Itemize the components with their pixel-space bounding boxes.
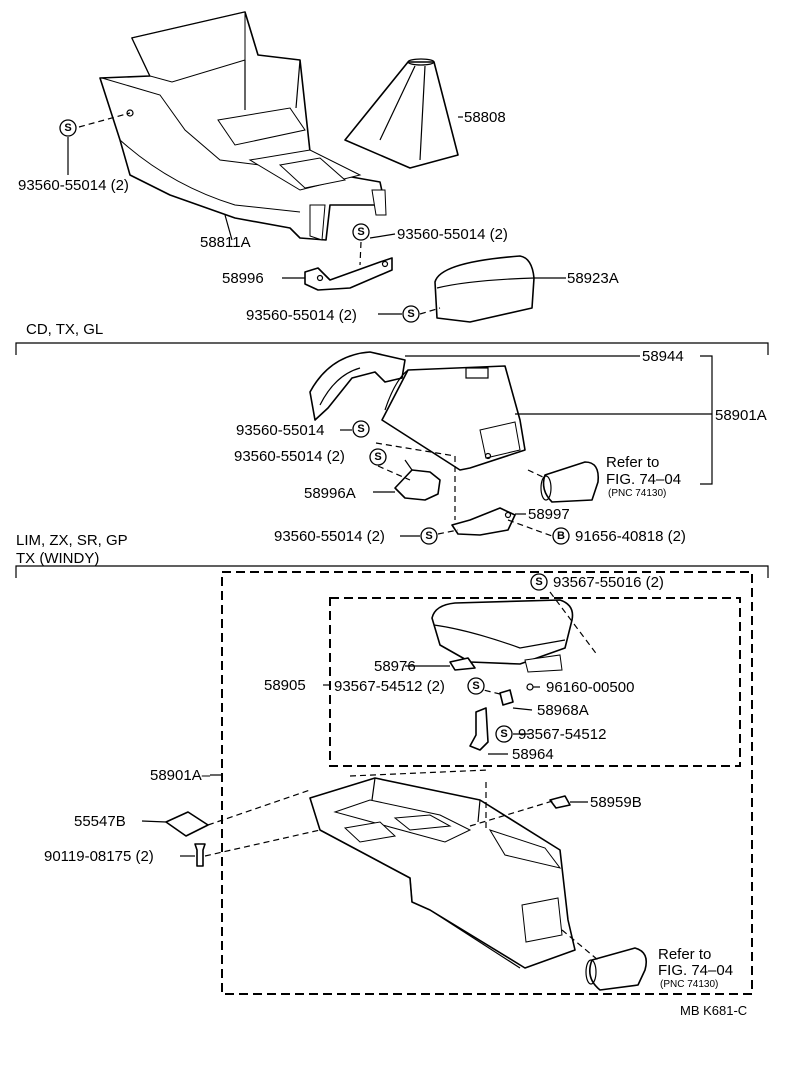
label-93560-d: 93560-55014 — [236, 422, 324, 439]
label-96160: 96160-00500 — [546, 679, 634, 696]
label-58996a: 58996A — [304, 485, 356, 502]
label-93567-55016: 93567-55016 (2) — [553, 574, 664, 591]
armrest-lid-drawing — [431, 599, 574, 673]
cap-top-drawing — [540, 461, 600, 503]
console-58901a-bottom-drawing — [309, 777, 576, 969]
cover-58923a-drawing — [434, 255, 535, 323]
latch-58968a-drawing — [499, 683, 534, 706]
latch-58964-drawing — [469, 707, 489, 751]
label-58811a: 58811A — [200, 234, 251, 251]
console-58811a-drawing — [99, 11, 387, 241]
svg-text:S: S — [535, 576, 542, 588]
screw-symbol-2: S — [352, 223, 370, 241]
label-58808: 58808 — [464, 109, 506, 126]
label-90119: 90119-08175 (2) — [44, 848, 154, 865]
leader-lines — [67, 112, 713, 961]
screw-symbol-6: S — [420, 527, 438, 545]
screw-symbol-7: S — [530, 573, 548, 591]
screw-symbol-5: S — [369, 448, 387, 466]
label-58959b: 58959B — [590, 794, 642, 811]
label-93567-54512-2: 93567-54512 (2) — [334, 678, 445, 695]
ref-bottom-line1: Refer to — [658, 946, 711, 963]
label-93560-c: 93560-55014 (2) — [246, 307, 357, 324]
svg-text:S: S — [357, 226, 364, 238]
bolt-symbol: B — [552, 527, 570, 545]
label-58964: 58964 — [512, 746, 554, 763]
svg-text:B: B — [557, 530, 565, 542]
ref-bottom-line3: (PNC 74130) — [660, 979, 718, 990]
label-93560-b: 93560-55014 (2) — [397, 226, 508, 243]
bracket-58996a-drawing — [394, 459, 441, 501]
screw-symbol-8: S — [467, 677, 485, 695]
label-58905: 58905 — [264, 677, 306, 694]
label-93567-54512: 93567-54512 — [518, 726, 606, 743]
plate-55547b-drawing — [165, 811, 209, 837]
hinge-58976-drawing — [449, 657, 476, 671]
ref-top-line1: Refer to — [606, 454, 659, 471]
svg-text:S: S — [357, 423, 364, 435]
shift-boot-58808-drawing — [344, 58, 459, 169]
svg-text:S: S — [425, 530, 432, 542]
screw-90119-drawing — [194, 843, 206, 867]
label-93560-f: 93560-55014 (2) — [274, 528, 385, 545]
bracket-58996-drawing — [304, 257, 393, 291]
label-58997: 58997 — [528, 506, 570, 523]
label-93560-e: 93560-55014 (2) — [234, 448, 345, 465]
section-lim-line2: TX (WINDY) — [16, 550, 99, 567]
section1-bracket — [15, 342, 769, 355]
label-58901a-bottom: 58901A– — [150, 767, 211, 784]
screw-symbol-3: S — [402, 305, 420, 323]
cap-bottom-drawing — [585, 947, 648, 991]
label-58923a: 58923A — [567, 270, 619, 287]
label-58901a-top: 58901A — [715, 407, 767, 424]
svg-text:S: S — [374, 451, 381, 463]
label-93560-a: 93560-55014 (2) — [18, 177, 129, 194]
screw-symbol-9: S — [495, 725, 513, 743]
label-58996: 58996 — [222, 270, 264, 287]
svg-text:S: S — [500, 728, 507, 740]
section-lim-line1: LIM, ZX, SR, GP — [16, 532, 128, 549]
label-58968a: 58968A — [537, 702, 589, 719]
console-58901a-top-drawing — [381, 365, 526, 471]
inner-kit-box — [329, 597, 741, 767]
screw-symbol-1: S — [59, 119, 77, 137]
label-58976: 58976 — [374, 658, 416, 675]
section2-bracket — [15, 565, 769, 578]
label-55547b: 55547B — [74, 813, 126, 830]
plate-58959b-drawing — [549, 795, 571, 809]
footer-code: MB K681-C — [680, 1003, 747, 1018]
svg-text:S: S — [407, 308, 414, 320]
screw-symbol-4: S — [352, 420, 370, 438]
label-91656: 91656-40818 (2) — [575, 528, 686, 545]
bracket-58997-drawing — [451, 507, 516, 536]
svg-text:S: S — [472, 680, 479, 692]
svg-text:S: S — [64, 122, 71, 134]
plate-58944-drawing — [309, 351, 406, 421]
section-cd-tx-gl: CD, TX, GL — [26, 321, 103, 338]
ref-bottom-line2: FIG. 74–04 — [658, 962, 733, 979]
label-58944: 58944 — [642, 348, 684, 365]
ref-top-line3: (PNC 74130) — [608, 488, 666, 499]
ref-top-line2: FIG. 74–04 — [606, 471, 681, 488]
